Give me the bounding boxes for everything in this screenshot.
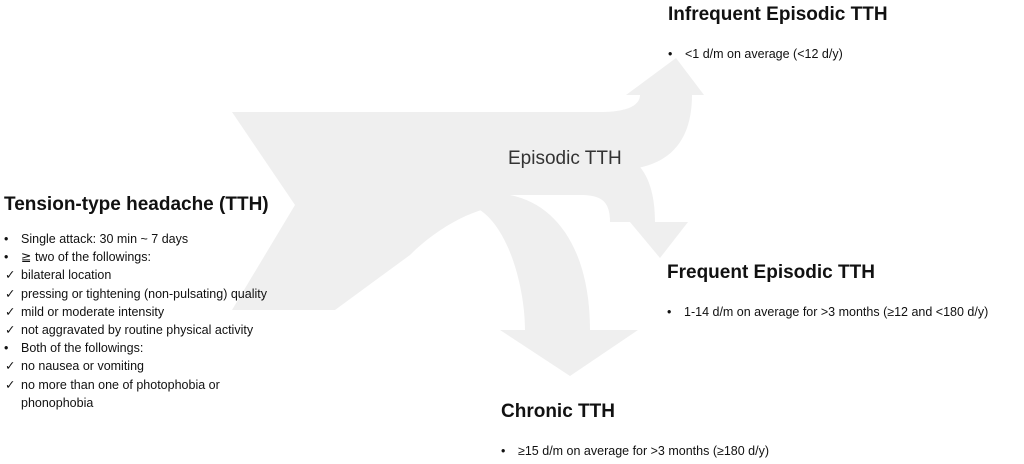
chronic-tth-title: Chronic TTH — [501, 401, 615, 422]
criteria-check-line: phonophobia — [21, 395, 94, 410]
main-tth-criteria-list: •Single attack: 30 min ~ 7 days •≧ two o… — [4, 230, 269, 412]
frequent-tth-bullet: •1-14 d/m on average for >3 months (≥12 … — [667, 305, 989, 319]
main-tth-title: Tension-type headache (TTH) — [4, 194, 269, 215]
criteria-check-line: ✓not aggravated by routine physical acti… — [5, 323, 254, 338]
criteria-check-line: ✓mild or moderate intensity — [5, 304, 165, 319]
episodic-tth-label: Episodic TTH — [508, 148, 622, 169]
main-flow-arrow — [232, 112, 510, 310]
criteria-check-line: ✓pressing or tightening (non-pulsating) … — [5, 286, 267, 301]
infrequent-tth-title: Infrequent Episodic TTH — [668, 4, 888, 25]
criteria-line: •Single attack: 30 min ~ 7 days — [4, 232, 189, 246]
frequent-branch-arrow — [510, 150, 688, 258]
criteria-line: •≧ two of the followings: — [4, 250, 151, 265]
chronic-tth-bullet: •≥15 d/m on average for >3 months (≥180 … — [501, 444, 770, 458]
criteria-check-line: ✓bilateral location — [5, 268, 112, 283]
infrequent-tth-bullet: •<1 d/m on average (<12 d/y) — [668, 47, 843, 61]
main-tth-panel: Tension-type headache (TTH) •Single atta… — [4, 194, 269, 412]
chronic-branch-arrow — [480, 195, 638, 376]
criteria-check-line: ✓no nausea or vomiting — [5, 359, 144, 374]
criteria-line: •Both of the followings: — [4, 341, 144, 356]
criteria-check-line: ✓no more than one of photophobia or — [5, 377, 220, 392]
frequent-tth-title: Frequent Episodic TTH — [667, 262, 875, 283]
infrequent-branch-arrow — [510, 58, 704, 170]
